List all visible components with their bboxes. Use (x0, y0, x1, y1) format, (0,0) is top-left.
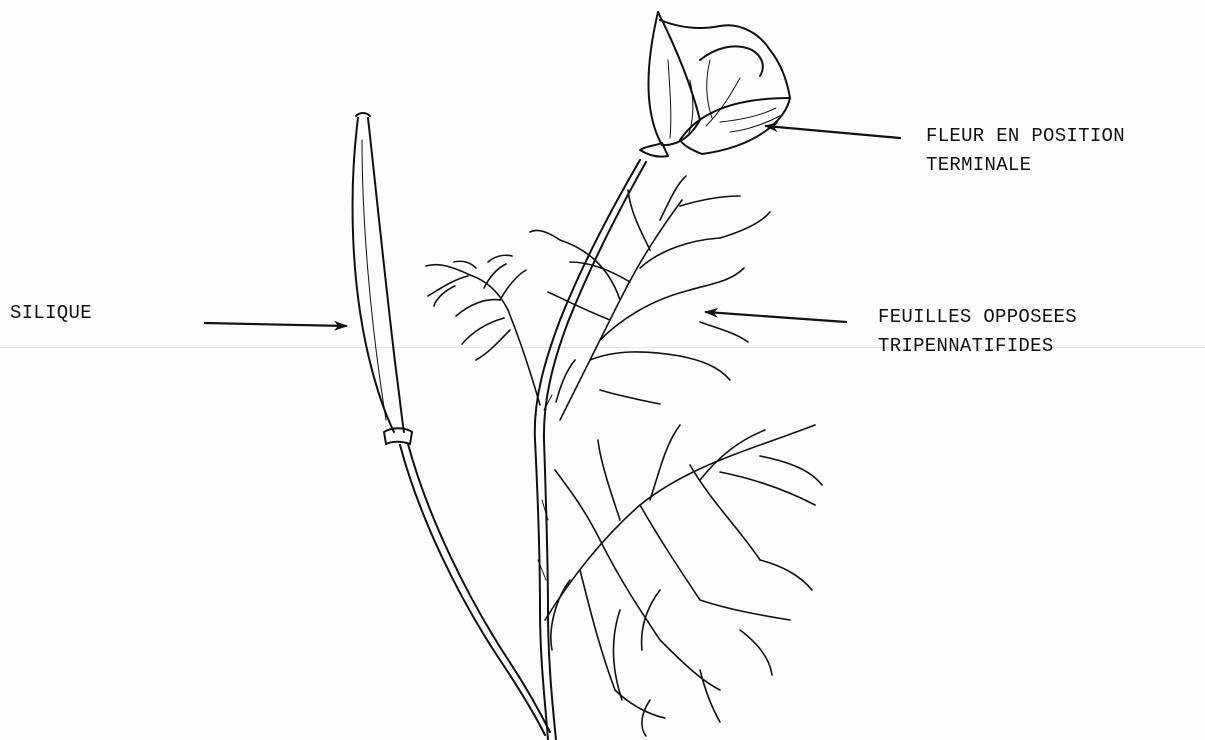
label-leaves: FEUILLES OPPOSEES TRIPENNATIFIDES (878, 303, 1077, 361)
arrow-leaves (706, 312, 846, 322)
label-silique-line1: SILIQUE (10, 299, 92, 328)
label-flower-line2: TERMINALE (926, 151, 1125, 180)
label-leaves-line2: TRIPENNATIFIDES (878, 332, 1077, 361)
leaf-upper-right (530, 176, 770, 420)
label-silique: SILIQUE (10, 299, 92, 328)
terminal-flower (640, 12, 790, 157)
silique-pedicel (400, 444, 550, 735)
label-flower-line1: FLEUR EN POSITION (926, 122, 1125, 151)
arrow-silique (205, 323, 346, 326)
label-leaves-line1: FEUILLES OPPOSEES (878, 303, 1077, 332)
main-stem (535, 160, 646, 740)
leaf-lower (545, 425, 822, 736)
silique-pod (353, 113, 412, 444)
label-flower: FLEUR EN POSITION TERMINALE (926, 122, 1125, 180)
arrow-flower (766, 126, 900, 138)
leaf-upper-left (426, 255, 540, 405)
